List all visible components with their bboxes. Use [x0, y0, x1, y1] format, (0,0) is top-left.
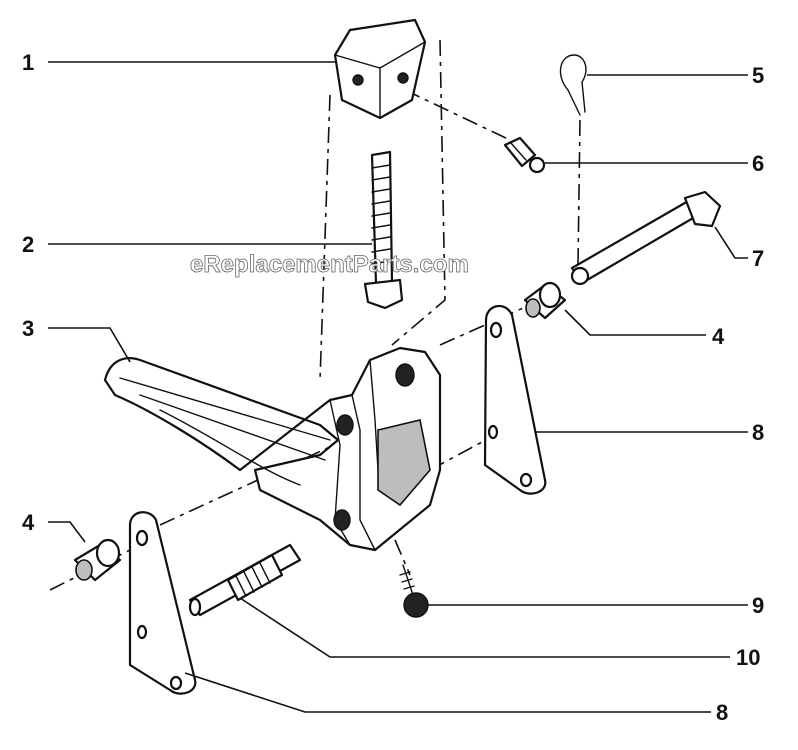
link-left-part: [128, 511, 197, 695]
grease-fitting-part: [503, 136, 546, 174]
leader-lines: [48, 61, 748, 713]
callout-label-8-right: 8: [752, 420, 764, 445]
spacer-shaft-part: [188, 543, 302, 617]
callout-label-9: 9: [752, 593, 764, 618]
callout-label-1: 1: [22, 50, 34, 75]
callout-label-4-left: 4: [22, 510, 35, 535]
bushing-right-part: [523, 281, 567, 320]
callout-label-2: 2: [22, 232, 34, 257]
block-part: [333, 18, 427, 120]
bolt-part: [363, 150, 404, 310]
watermark: eReplacementParts.com: [190, 251, 469, 278]
bushing-left-part: [73, 538, 122, 582]
callout-label-10: 10: [736, 645, 760, 670]
callout-label-4-right: 4: [712, 324, 725, 349]
callout-label-7: 7: [752, 246, 764, 271]
clevis-pin-part: [570, 190, 722, 286]
callout-label-6: 6: [752, 151, 764, 176]
callout-label-3: 3: [22, 316, 34, 341]
screw-part: [399, 564, 429, 618]
callout-label-5: 5: [752, 63, 764, 88]
callout-label-8-left: 8: [716, 700, 728, 725]
foot-pedal-part: [103, 346, 442, 552]
link-right-part: [483, 304, 547, 495]
callout-labels: 1 2 3 4 4 5 6 7 8 8 9 10: [22, 50, 764, 725]
cotter-pin-part: [559, 54, 587, 116]
